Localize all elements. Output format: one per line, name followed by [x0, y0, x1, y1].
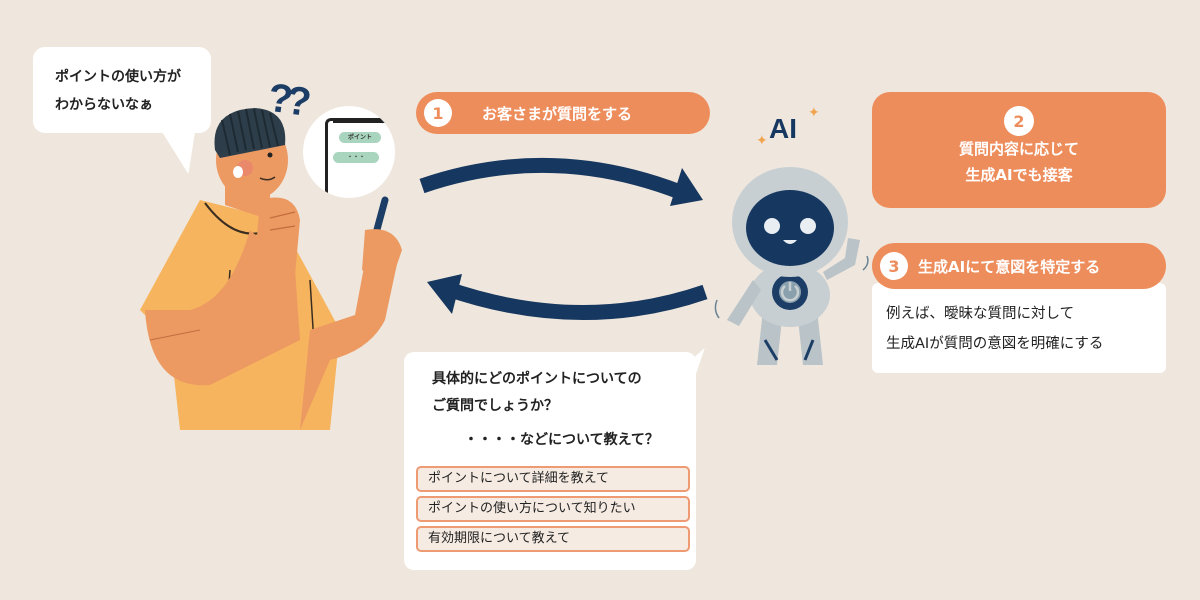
step-1-label: お客さまが質問をする — [482, 104, 633, 123]
phone-zoom-circle: ポイント ・・・ — [303, 106, 395, 198]
robot-mascot-illustration — [714, 167, 869, 365]
step-2-line1: 質問内容に応じて — [958, 140, 1079, 158]
ai-response-line2: ご質問でしょうか？ — [432, 398, 558, 414]
user-speech-line1: ポイントの使い方が — [55, 69, 181, 85]
step-3-label: 生成AIにて意図を特定する — [918, 257, 1101, 276]
user-speech-bubble: ポイントの使い方が わからないなぁ — [33, 47, 211, 133]
person-with-phone-illustration — [140, 108, 402, 430]
suggestion-option[interactable]: ポイントについて詳細を教えて — [416, 466, 690, 492]
step-3-pill: 3 生成AIにて意図を特定する — [872, 243, 1166, 289]
step-3-description: 例えば、曖昧な質問に対して 生成AIが質問の意図を明確にする — [872, 283, 1166, 373]
step-1-pill: 1 お客さまが質問をする — [416, 92, 710, 134]
phone-chat-bubble-2: ・・・ — [333, 152, 379, 163]
ai-response-bubble: 具体的にどのポイントについての ご質問でしょうか？ ・・・・などについて教えて？… — [404, 352, 696, 570]
suggestion-option[interactable]: ポイントの使い方について知りたい — [416, 496, 690, 522]
step-2-number: 2 — [1004, 106, 1034, 136]
ai-response-line1: 具体的にどのポイントについての — [432, 371, 642, 387]
step-3-desc-line1: 例えば、曖昧な質問に対して — [886, 306, 1075, 322]
step-1-number: 1 — [424, 99, 452, 127]
phone-notch — [333, 118, 385, 123]
ai-label: AI — [769, 113, 797, 144]
user-speech-line2: わからないなぁ — [55, 97, 153, 113]
step-3-number: 3 — [880, 252, 908, 280]
step-2-box: 2 質問内容に応じて 生成AIでも接客 — [872, 92, 1166, 208]
curved-arrow-left-icon — [427, 274, 708, 321]
ai-response-line3: ・・・・などについて教えて？ — [464, 432, 659, 448]
phone-chat-bubble-1: ポイント — [339, 132, 381, 143]
step-3-desc-line2: 生成AIが質問の意図を明確にする — [886, 336, 1104, 352]
step-2-line2: 生成AIでも接客 — [965, 166, 1073, 184]
suggestion-options: ポイントについて詳細を教えて ポイントの使い方について知りたい 有効期限について… — [416, 466, 690, 552]
suggestion-option[interactable]: 有効期限について教えて — [416, 526, 690, 552]
flow-arrows — [419, 157, 708, 321]
sparkle-icon: ✦ — [756, 133, 768, 149]
curved-arrow-right-icon — [419, 157, 703, 206]
sparkle-icon: ✦ — [808, 105, 820, 121]
